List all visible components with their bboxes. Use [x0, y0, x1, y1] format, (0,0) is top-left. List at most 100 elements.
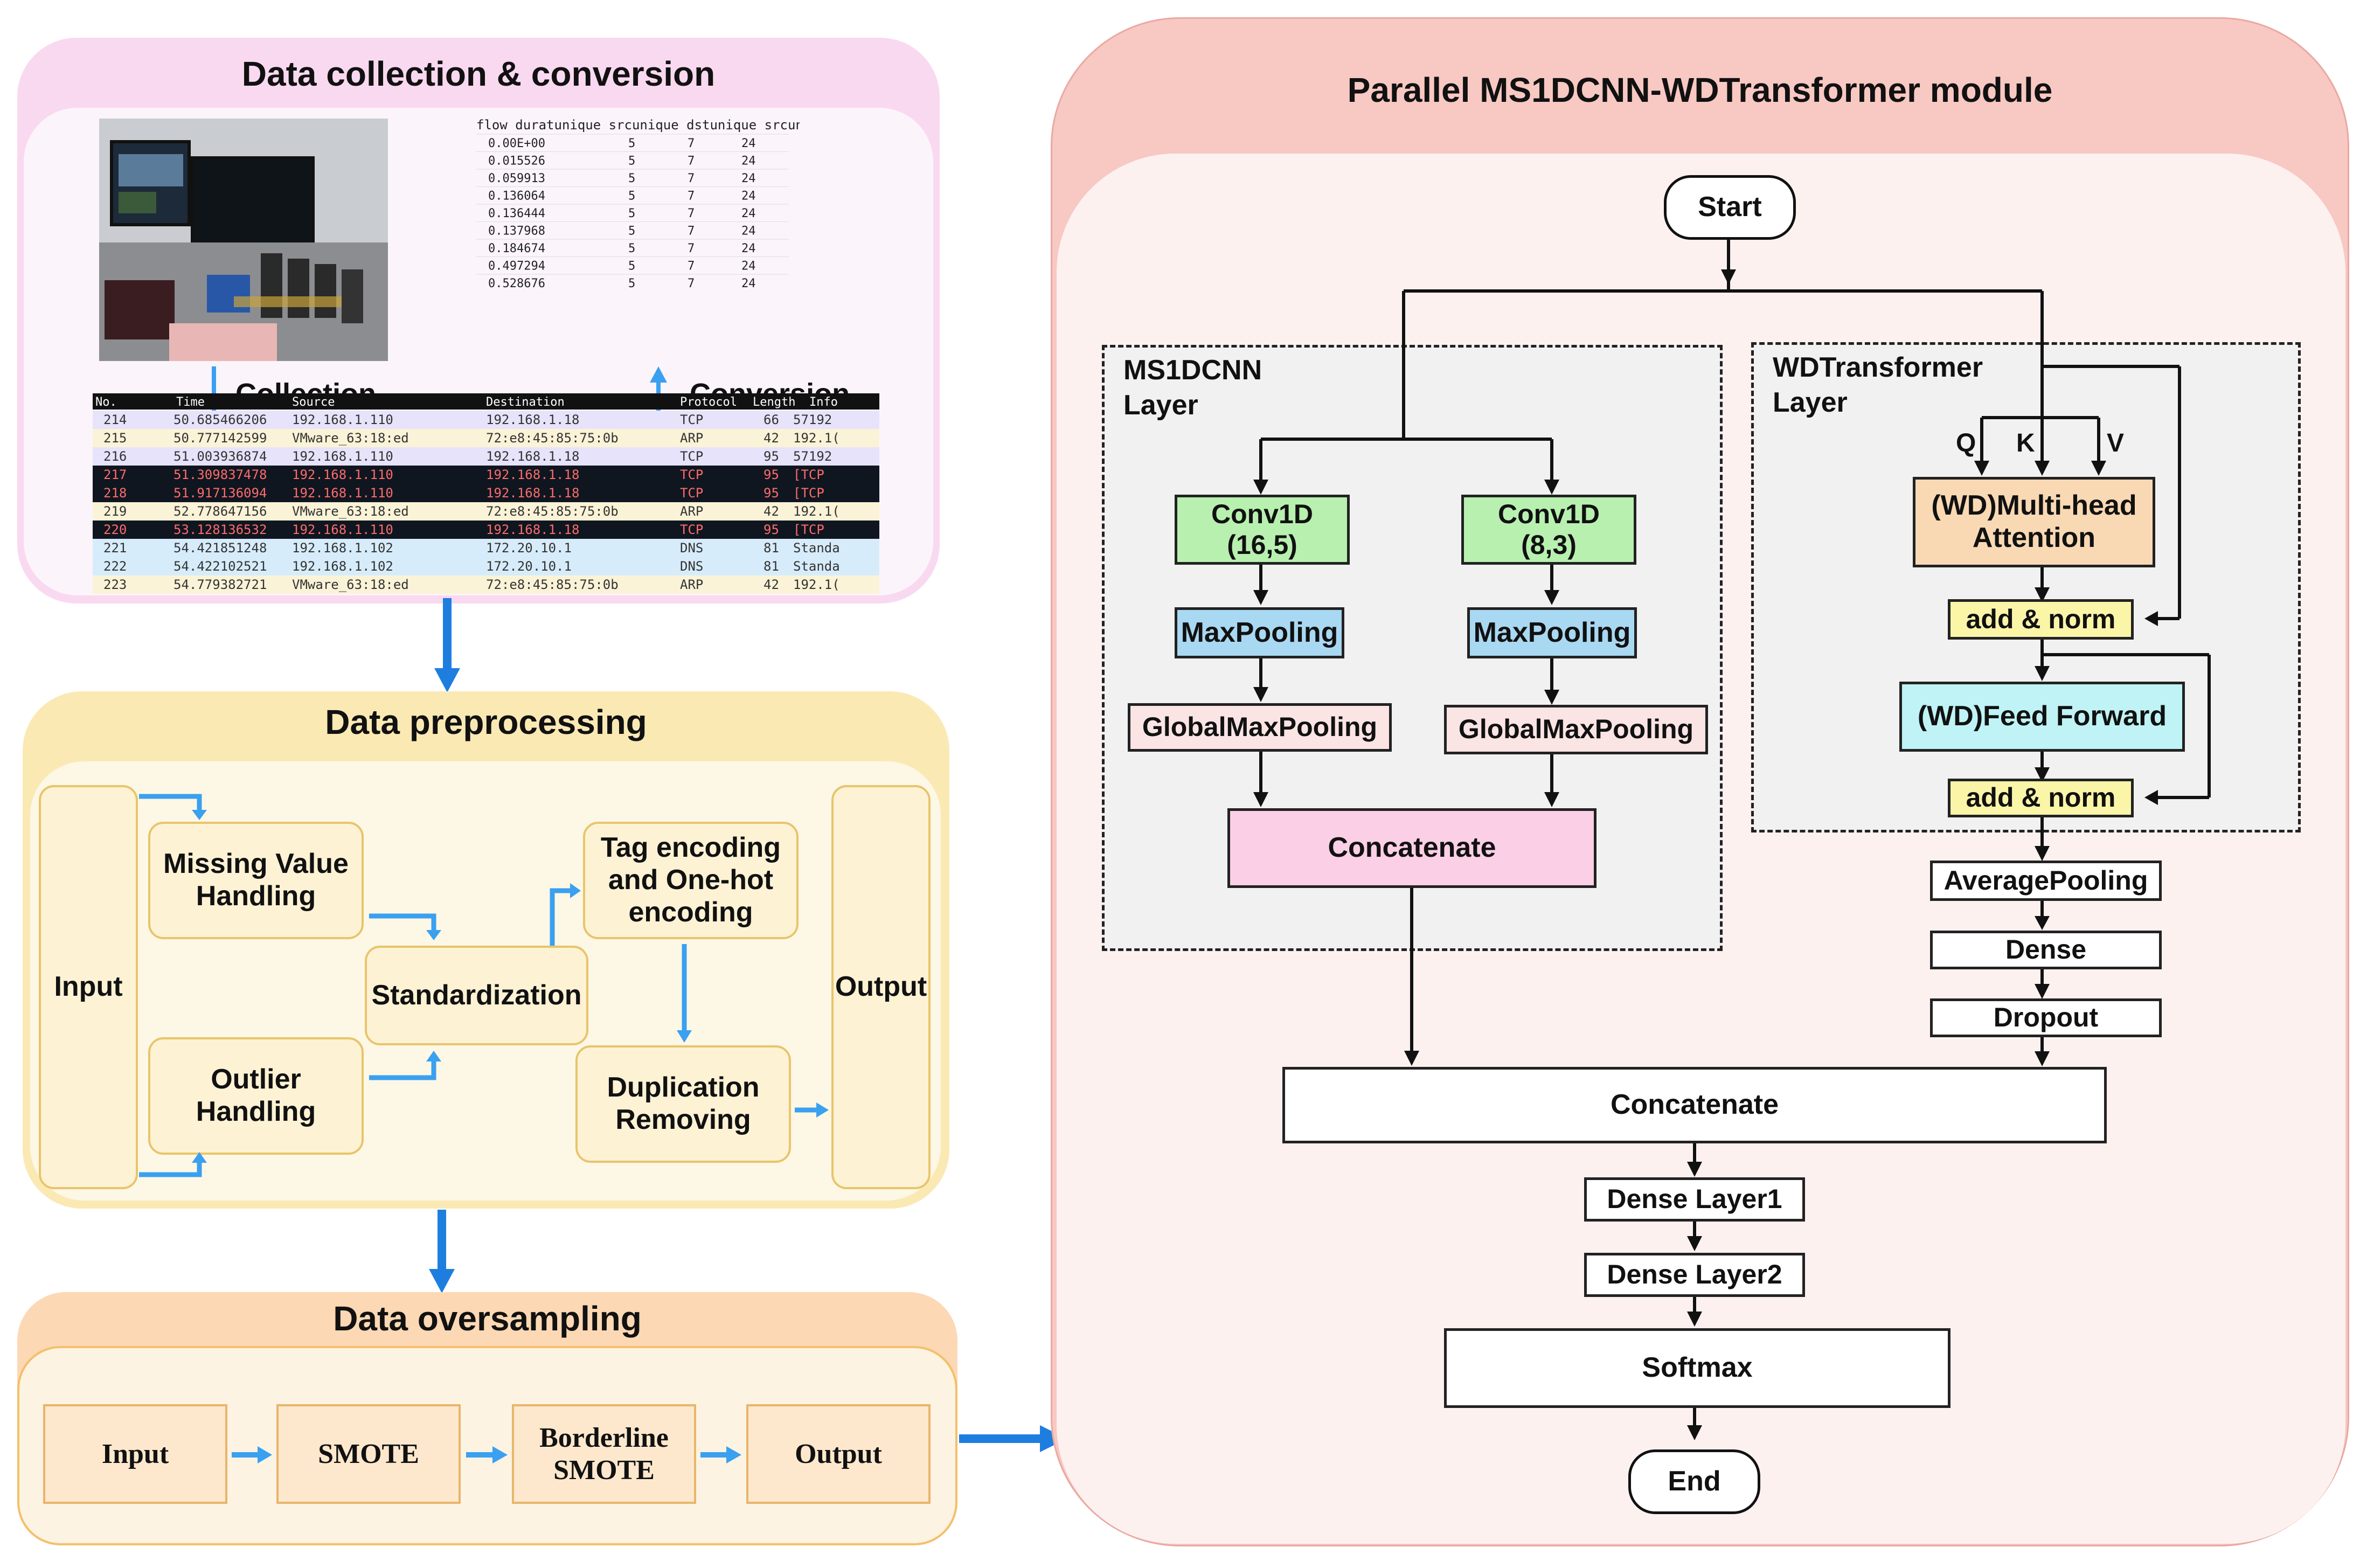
capture-header-cell: Protocol [680, 396, 737, 409]
capture-cell: 218 [103, 485, 127, 501]
csv-cell: 0.528676 [488, 277, 545, 290]
maxpooling-2: MaxPooling [1467, 607, 1637, 658]
pre-output: Output [831, 785, 931, 1189]
csv-cell: 7 [688, 277, 695, 290]
capture-cell: 192.168.1.110 [292, 485, 393, 501]
capture-cell: 192.168.1.18 [486, 449, 579, 464]
pre-tag-encoding: Tag encoding and One-hot encoding [583, 822, 799, 939]
capture-cell: 66 [763, 412, 779, 427]
keyboard [105, 280, 175, 339]
dropout-node: Dropout [1930, 998, 2162, 1037]
collection-panel: Data collection & conversion flow duratu… [17, 38, 940, 603]
capture-row [93, 502, 879, 521]
capture-cell: 192.168.1.110 [292, 412, 393, 427]
capture-cell: 57192 [793, 449, 832, 464]
end-node: End [1628, 1449, 1760, 1514]
over-input: Input [43, 1404, 227, 1504]
capture-cell: VMware_63:18:ed [292, 504, 409, 519]
csv-cell: 24 [741, 242, 756, 255]
capture-cell: 192.168.1.110 [292, 449, 393, 464]
softmax-node: Softmax [1444, 1328, 1950, 1408]
csv-cell: 0.136064 [488, 190, 545, 203]
capture-cell: 54.422102521 [173, 559, 267, 574]
csv-cell: 5 [628, 242, 635, 255]
capture-cell: Standa [793, 540, 840, 556]
csv-cell: 0.059913 [488, 172, 545, 185]
wdtransformer-layer-label: WDTransformer Layer [1773, 352, 1983, 418]
over-borderline: Borderline SMOTE [512, 1404, 696, 1504]
capture-cell: 72:e8:45:85:75:0b [486, 577, 619, 592]
csv-cell: 5 [628, 260, 635, 273]
capture-cell: 51.917136094 [173, 485, 267, 501]
globalmaxpooling-1: GlobalMaxPooling [1128, 703, 1392, 752]
preprocessing-title: Data preprocessing [325, 703, 647, 741]
capture-cell: ARP [680, 431, 703, 446]
monitor-right [191, 156, 315, 253]
capture-header-cell: Source [292, 396, 335, 409]
csv-cell: 24 [741, 190, 756, 203]
capture-cell: 215 [103, 431, 127, 446]
capture-header-cell: Info [809, 396, 838, 409]
csv-cell: 0.00E+00 [488, 137, 545, 150]
csv-cell: 0.184674 [488, 242, 545, 255]
csv-cell: 0.497294 [488, 260, 545, 273]
csv-cell: 24 [741, 137, 756, 150]
capture-row [93, 521, 879, 539]
collection-title: Data collection & conversion [241, 54, 716, 93]
capture-cell: [TCP [793, 485, 824, 501]
concatenate-main: Concatenate [1282, 1067, 2107, 1143]
capture-cell: 219 [103, 504, 127, 519]
flow-arrow-1 [434, 598, 460, 692]
capture-cell: 72:e8:45:85:75:0b [486, 504, 619, 519]
conv1d-8-3: Conv1D (8,3) [1461, 495, 1636, 565]
capture-cell: 192.168.1.18 [486, 522, 579, 537]
capture-header-cell: No. [95, 396, 117, 409]
capture-cell: 72:e8:45:85:75:0b [486, 431, 619, 446]
csv-cell: 24 [741, 207, 756, 220]
capture-cell: DNS [680, 559, 703, 574]
concatenate-cnn: Concatenate [1227, 808, 1596, 888]
capture-cell: 95 [763, 467, 779, 482]
capture-cell: Standa [793, 559, 840, 574]
csv-cell: 7 [688, 207, 695, 220]
pre-standardization: Standardization [365, 946, 588, 1045]
capture-cell: TCP [680, 467, 703, 482]
csv-cell: 0.137968 [488, 225, 545, 238]
v-label: V [2107, 429, 2125, 457]
csv-cell: 24 [741, 172, 756, 185]
over-output: Output [746, 1404, 931, 1504]
capture-cell: 50.777142599 [173, 431, 267, 446]
capture-cell: 221 [103, 540, 127, 556]
add-norm-1: add & norm [1948, 599, 2134, 640]
csv-cell: 7 [688, 137, 695, 150]
capture-cell: TCP [680, 522, 703, 537]
capture-row [93, 575, 879, 594]
dense-node: Dense [1930, 931, 2162, 969]
over-smote: SMOTE [276, 1404, 461, 1504]
capture-cell: 192.168.1.18 [486, 467, 579, 482]
capture-cell: 42 [763, 431, 779, 446]
capture-cell: 172.20.10.1 [486, 540, 572, 556]
multi-head-attention: (WD)Multi-head Attention [1913, 477, 2155, 567]
capture-row [93, 484, 879, 502]
capture-header-cell: Length [753, 396, 795, 409]
csv-table: flow duratunique srcunique dstunique src… [476, 117, 800, 290]
capture-cell: 214 [103, 412, 127, 427]
capture-cell: 192.168.1.110 [292, 467, 393, 482]
csv-cell: 7 [688, 242, 695, 255]
capture-cell: 57192 [793, 412, 832, 427]
capture-cell: 51.003936874 [173, 449, 267, 464]
capture-header-cell: Time [176, 396, 205, 409]
csv-cell: 5 [628, 277, 635, 290]
capture-cell: DNS [680, 540, 703, 556]
k-label: K [2016, 429, 2035, 457]
capture-cell: 192.1( [793, 504, 840, 519]
capture-cell: 52.778647156 [173, 504, 267, 519]
capture-cell: ARP [680, 577, 703, 592]
csv-cell: 24 [741, 225, 756, 238]
capture-cell: TCP [680, 412, 703, 427]
capture-cell: 42 [763, 577, 779, 592]
